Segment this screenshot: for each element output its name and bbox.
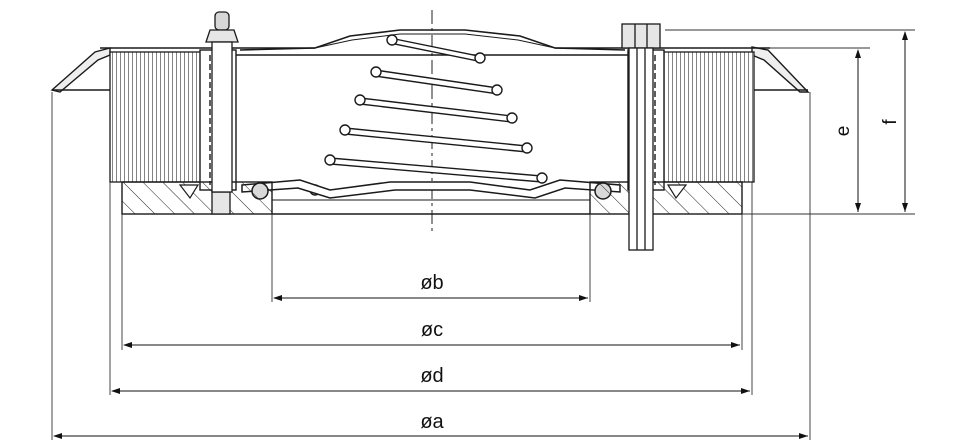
- wedge-left: [178, 184, 200, 200]
- spring: [309, 34, 548, 196]
- stud-left: [205, 11, 239, 193]
- bolt-right: [621, 23, 661, 251]
- fin-pack-right: [661, 51, 755, 183]
- nut-left: [211, 191, 231, 215]
- top-cover: [239, 29, 626, 51]
- spring-coil: [506, 112, 518, 124]
- spring-coil: [354, 94, 366, 106]
- wedge-right: [666, 184, 688, 200]
- spring-coil: [324, 154, 336, 166]
- valve-disc: [241, 179, 621, 200]
- spring-coil: [386, 34, 398, 46]
- dim-label-a: øa: [420, 411, 444, 433]
- extension-lines: [51, 29, 915, 440]
- spring-coil: [521, 142, 533, 154]
- dim-label-d: ød: [420, 365, 443, 387]
- dimension-lines: [53, 31, 908, 439]
- spring-coil: [536, 172, 548, 184]
- dim-label-e: e: [833, 126, 854, 137]
- fin-pack-left: [109, 51, 203, 183]
- dim-label-f: f: [880, 119, 901, 125]
- dim-label-b: øb: [420, 272, 443, 294]
- spring-coil: [491, 84, 503, 96]
- spring-coil: [370, 66, 382, 78]
- spring-coil: [339, 124, 351, 136]
- top-cover-inner: [314, 33, 556, 49]
- dim-label-c: øc: [421, 319, 443, 341]
- spring-coil: [474, 52, 486, 64]
